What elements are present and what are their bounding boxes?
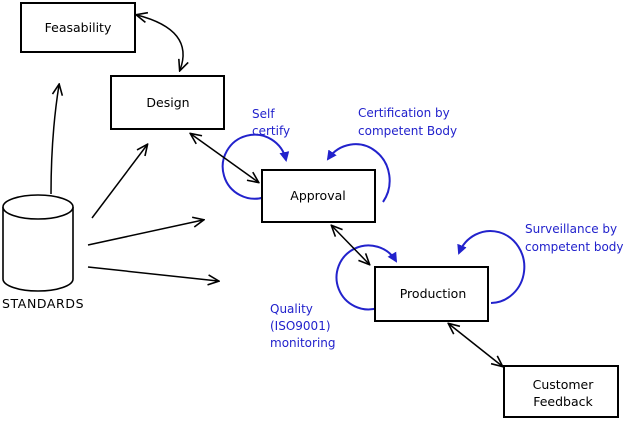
production-label: Production [400,286,467,301]
arrow-production-customer-feedback [449,324,502,366]
cylinder-body [2,207,74,292]
arrow-standards-to-feasability [50,85,59,195]
self-certify-label-line1: Self [252,107,275,121]
certification-label-line2: competent Body [358,124,457,138]
node-customer-feedback [503,365,619,418]
arrow-design-approval [191,134,258,182]
approval-label: Approval [290,188,345,203]
node-design [110,75,225,130]
arrow-approval-production [332,226,369,264]
quality-monitoring-label-line2: (ISO9001) [270,319,331,333]
feasability-label: Feasability [45,20,112,35]
design-label: Design [146,95,189,110]
surveillance-label-line1: Surveillance by [525,222,617,236]
arrow-standards-to-production [87,266,218,281]
quality-monitoring-label-line1: Quality [270,302,313,316]
node-production [374,266,489,322]
standards-label: STANDARDS [2,296,84,311]
customer-feedback-label-line1: Customer [533,377,595,392]
cylinder-top [2,194,74,220]
standards-cylinder [2,194,74,292]
arrow-feasability-design [137,15,183,70]
arrow-standards-to-approval [87,220,203,246]
surveillance-label-line2: competent body [525,240,624,254]
customer-feedback-label-line2: Feedback [533,394,593,409]
self-certify-label-line2: certify [252,124,290,138]
node-approval [261,169,376,223]
loop-surveillance-arrow [457,230,526,304]
quality-monitoring-label-line3: monitoring [270,336,336,350]
loop-certification-arrow [326,143,391,203]
certification-label-line1: Certification by [358,106,450,120]
arrow-standards-to-design [91,145,147,219]
